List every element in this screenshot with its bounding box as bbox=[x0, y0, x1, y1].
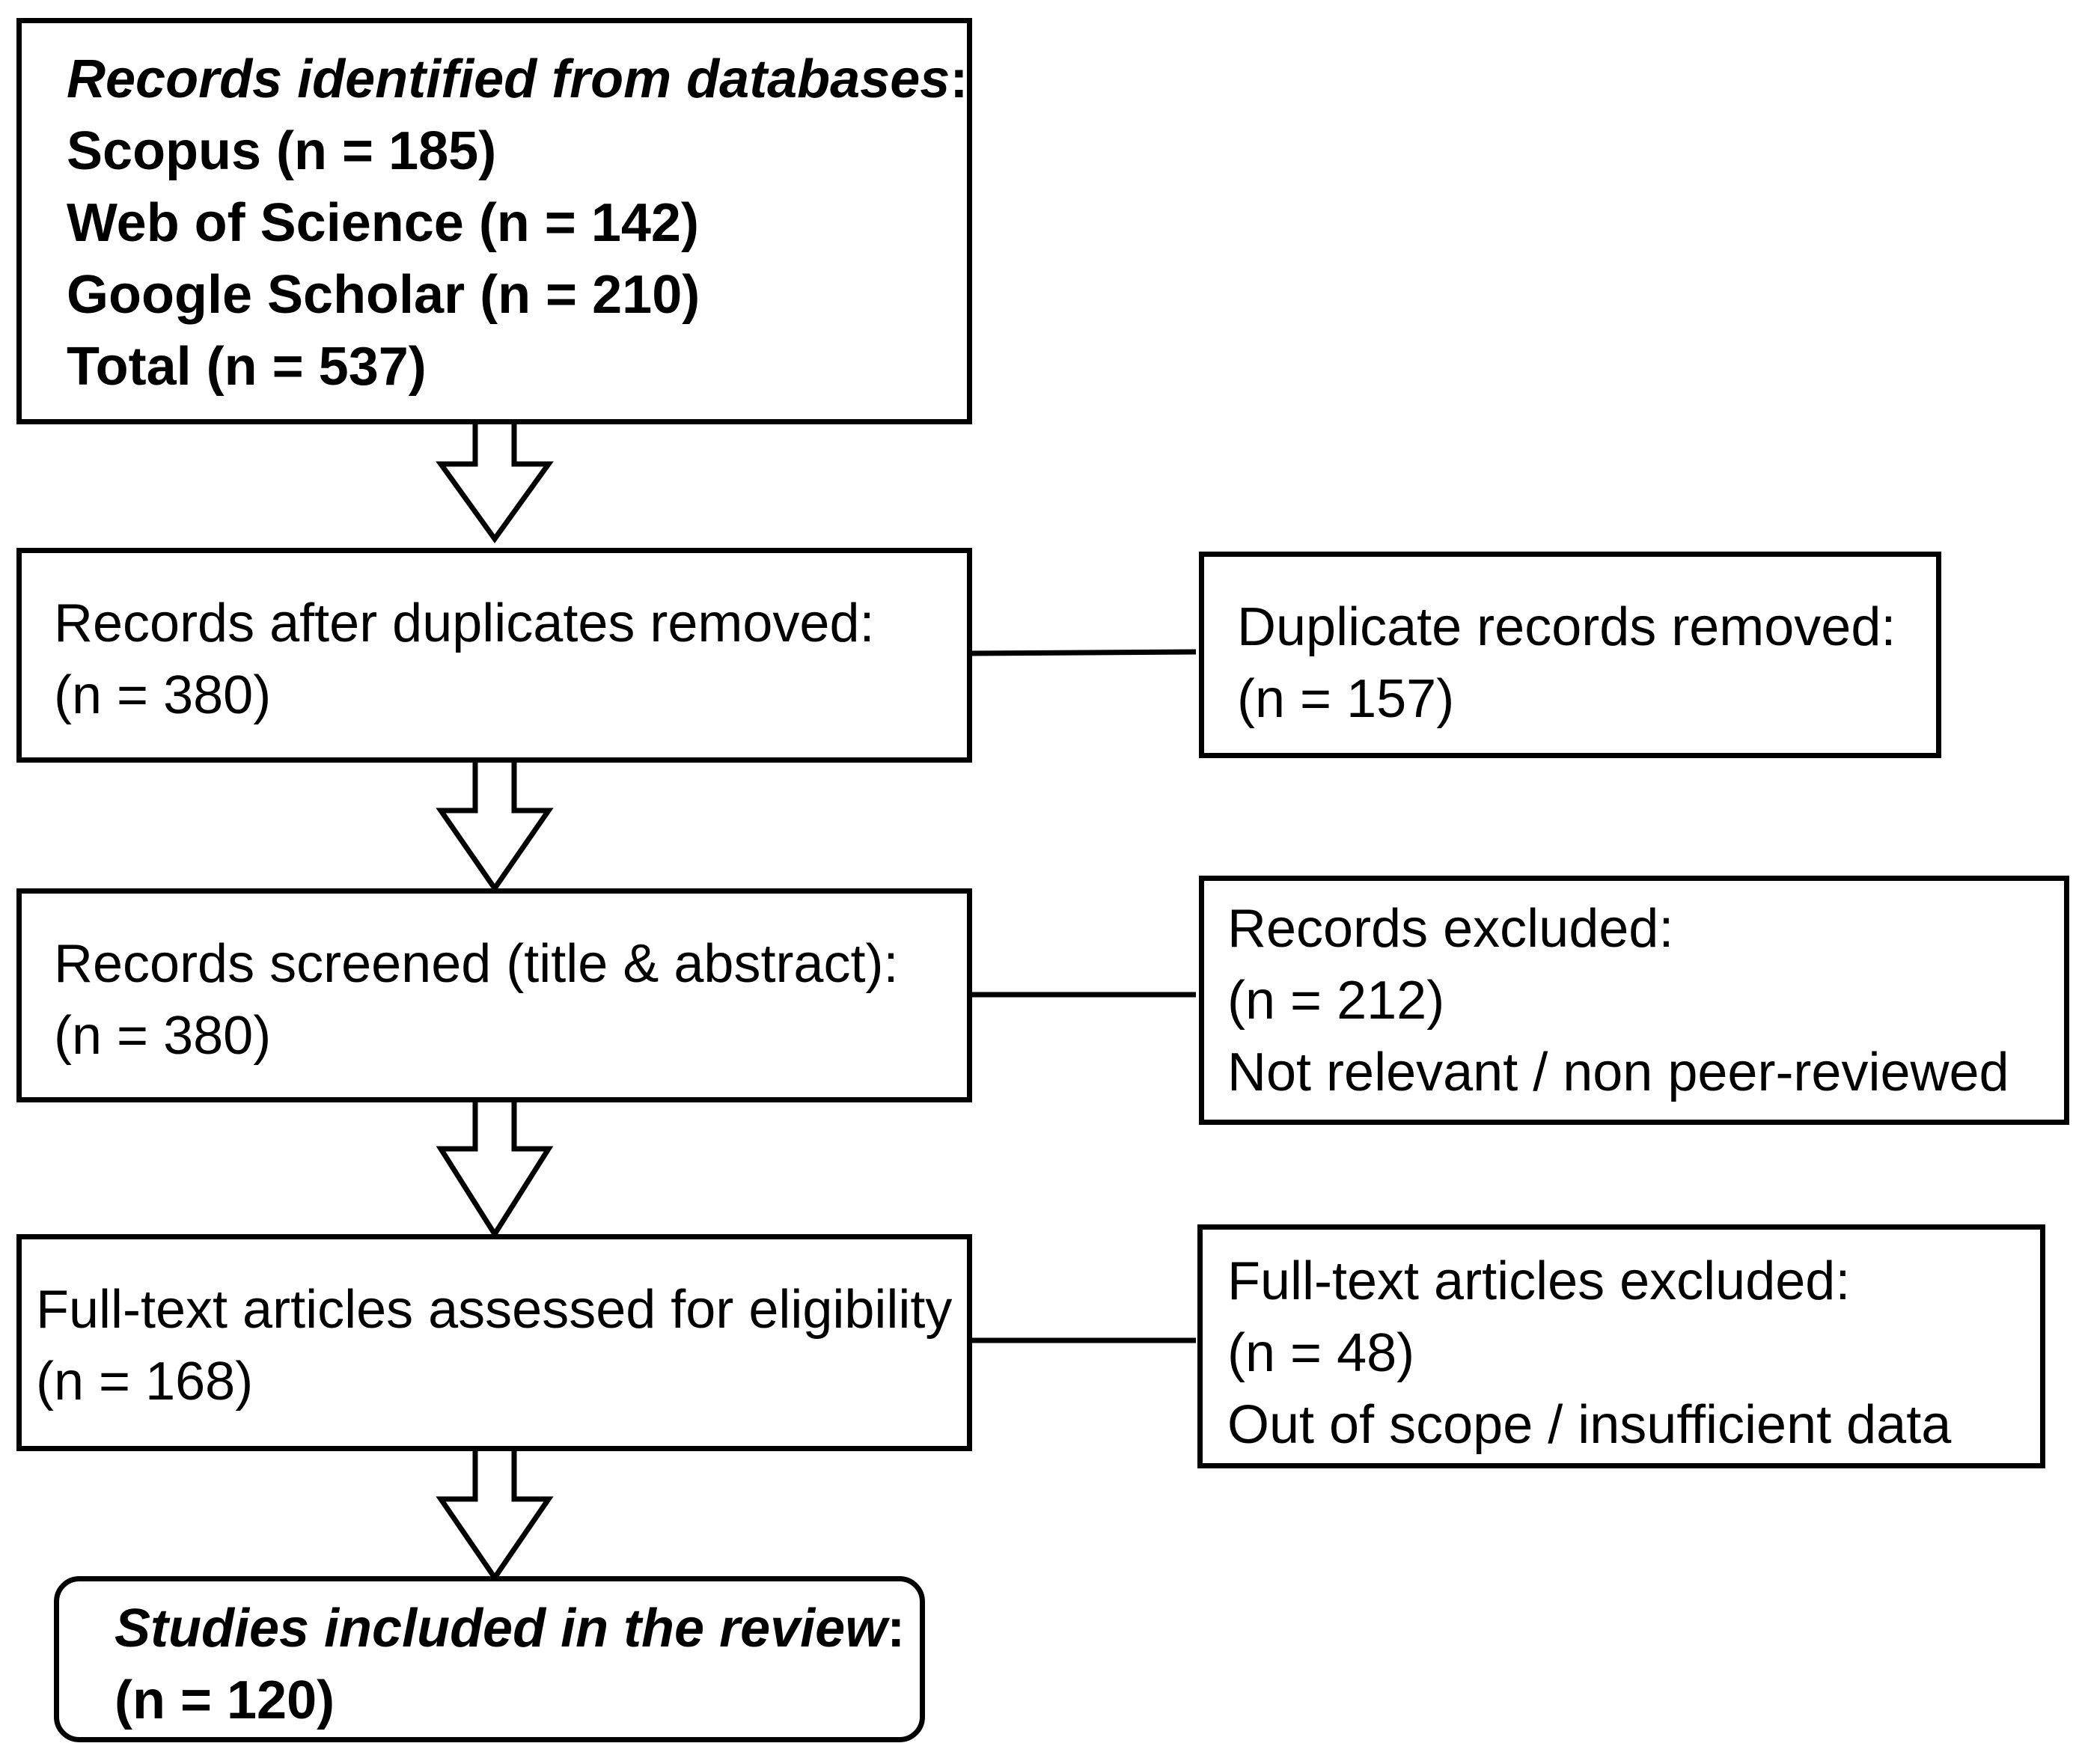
screened-count: (n = 380) bbox=[54, 1006, 272, 1066]
deduplicated-label: Records after duplicates removed: bbox=[54, 593, 875, 653]
duplicates-removed-label: Duplicate records removed: bbox=[1237, 597, 1896, 657]
deduplicated-count: (n = 380) bbox=[54, 665, 272, 725]
deduplicated-box: Records after duplicates removed: (n = 3… bbox=[16, 548, 972, 763]
excluded-screening-reason: Not relevant / non peer-reviewed bbox=[1227, 1043, 2009, 1102]
included-heading: Studies included in the review bbox=[115, 1599, 888, 1658]
source-scopus: Scopus (n = 185) bbox=[67, 121, 497, 181]
screened-label: Records screened (title & abstract): bbox=[54, 934, 899, 994]
identification-heading: Records identified from databases bbox=[67, 49, 950, 109]
identification-heading-colon: : bbox=[950, 49, 968, 109]
excluded-fulltext-label: Full-text articles excluded: bbox=[1227, 1251, 1851, 1311]
included-heading-line: Studies included in the review: bbox=[115, 1602, 905, 1655]
identification-heading-line: Records identified from databases: bbox=[67, 52, 968, 106]
excluded-screening-label: Records excluded: bbox=[1227, 899, 1674, 959]
excluded-fulltext-count: (n = 48) bbox=[1227, 1323, 1415, 1383]
eligibility-box: Full-text articles assessed for eligibil… bbox=[16, 1234, 972, 1451]
included-box: Studies included in the review: (n = 120… bbox=[54, 1576, 925, 1742]
down-arrow-eligibility-to-included bbox=[436, 1444, 554, 1583]
eligibility-count: (n = 168) bbox=[36, 1352, 254, 1411]
screened-box: Records screened (title & abstract): (n … bbox=[16, 888, 972, 1102]
excluded-fulltext-reason: Out of scope / insufficient data bbox=[1227, 1395, 1952, 1455]
down-arrow-screened-to-eligibility bbox=[436, 1096, 554, 1239]
excluded-screening-box: Records excluded: (n = 212) Not relevant… bbox=[1199, 876, 2069, 1125]
down-arrow-deduplicated-to-screened bbox=[436, 756, 554, 894]
excluded-screening-count: (n = 212) bbox=[1227, 971, 1445, 1031]
included-heading-colon: : bbox=[887, 1599, 906, 1658]
duplicates-removed-box: Duplicate records removed: (n = 157) bbox=[1199, 552, 1941, 758]
eligibility-label: Full-text articles assessed for eligibil… bbox=[36, 1280, 953, 1340]
duplicates-removed-count: (n = 157) bbox=[1237, 669, 1455, 729]
included-count: (n = 120) bbox=[115, 1670, 335, 1730]
source-web-of-science: Web of Science (n = 142) bbox=[67, 193, 699, 253]
source-total: Total (n = 537) bbox=[67, 337, 427, 397]
excluded-fulltext-box: Full-text articles excluded: (n = 48) Ou… bbox=[1197, 1224, 2045, 1468]
identification-box: Records identified from databases: Scopu… bbox=[16, 18, 972, 424]
source-google-scholar: Google Scholar (n = 210) bbox=[67, 265, 700, 325]
connector-line-duplicates bbox=[970, 649, 1197, 656]
down-arrow-identification-to-deduplicated bbox=[436, 418, 554, 543]
